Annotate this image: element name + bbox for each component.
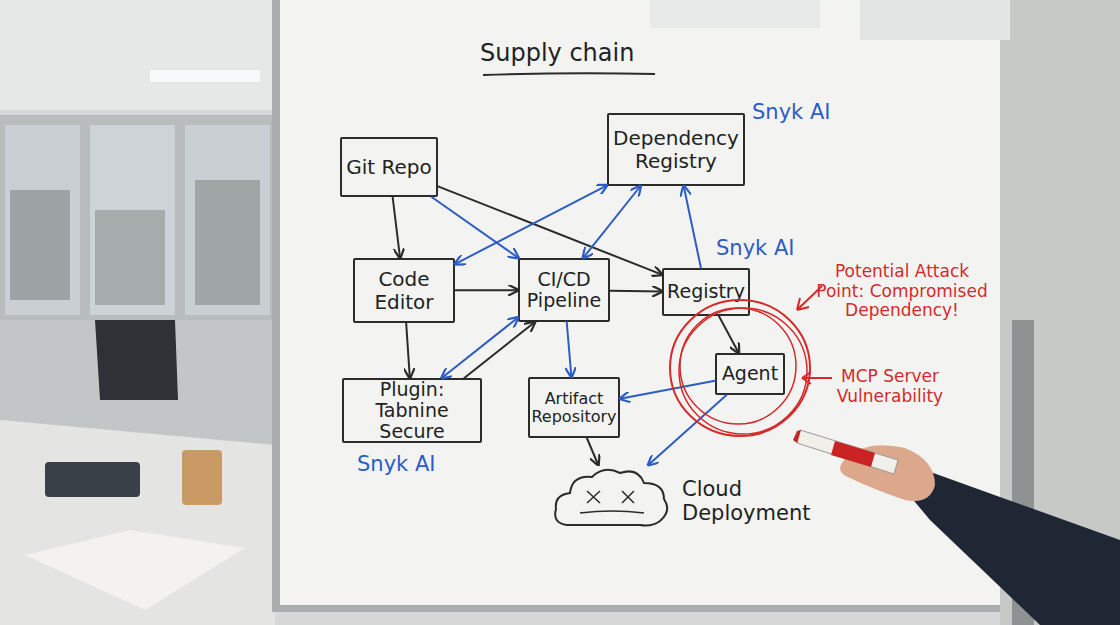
flow-arrow <box>583 186 640 258</box>
cloud-shape <box>552 465 672 530</box>
flow-arrow <box>455 185 607 264</box>
highlight-circle <box>670 300 810 436</box>
window-pane <box>5 125 80 315</box>
node-text: CI/CD Pipeline <box>524 269 604 312</box>
building <box>95 210 165 305</box>
notebook <box>25 530 245 610</box>
sleeve <box>905 470 1120 625</box>
flow-arrow <box>432 197 519 258</box>
ceiling <box>0 0 300 110</box>
dock-device <box>45 462 140 497</box>
whiteboard <box>280 0 1000 605</box>
highlight-circle <box>679 308 807 434</box>
cloud-scribble <box>580 491 644 513</box>
flow-arrow <box>567 322 572 377</box>
diagram-title: Supply chain <box>480 40 680 68</box>
cloud-outline <box>555 470 667 526</box>
flow-arrow <box>464 322 535 378</box>
board-frame <box>272 0 1008 612</box>
air-unit <box>860 0 1010 40</box>
marker-label <box>831 441 875 467</box>
tool-annotation: Snyk AI <box>752 100 852 124</box>
node-text: Registry <box>667 281 745 302</box>
process-box: Agent <box>715 353 785 395</box>
flow-arrow <box>455 289 518 291</box>
node-text: Code Editor <box>359 268 449 313</box>
ceiling-light <box>150 70 260 82</box>
marker <box>797 430 898 474</box>
table <box>0 420 275 625</box>
building <box>195 180 260 305</box>
title-underline <box>483 73 655 75</box>
leader-arrow <box>802 372 832 384</box>
process-box: Git Repo <box>340 137 438 197</box>
flow-arrow <box>406 323 410 378</box>
hand <box>840 445 935 501</box>
wall-right <box>1000 0 1120 625</box>
warning-note: Potential Attack Point: Compromised Depe… <box>812 262 992 321</box>
node-text: Artifact Repository <box>531 390 616 426</box>
floor-area <box>0 320 275 625</box>
tool-annotation: Snyk AI <box>357 452 457 476</box>
flow-arrow <box>648 395 726 465</box>
process-box: CI/CD Pipeline <box>518 258 610 322</box>
flow-arrow <box>719 316 739 353</box>
node-label: Cloud Deployment <box>682 477 807 525</box>
flow-arrow <box>684 186 701 268</box>
flow-arrow <box>610 290 662 293</box>
window <box>0 115 275 320</box>
node-text: Agent <box>722 363 778 384</box>
coffee-cup <box>182 450 222 505</box>
process-box: Code Editor <box>353 258 455 323</box>
marker-tip <box>793 430 801 443</box>
process-box: Artifact Repository <box>528 377 620 438</box>
node-text: Plugin: Tabnine Secure <box>348 379 476 443</box>
node-text: Git Repo <box>346 156 432 178</box>
tool-annotation: Snyk AI <box>716 236 816 260</box>
window-pane <box>185 125 270 315</box>
building <box>10 190 70 300</box>
highlight-circle <box>680 308 796 424</box>
board-stand <box>1012 320 1034 625</box>
warning-note: MCP Server Vulnerability <box>830 367 950 406</box>
flow-arrow <box>393 197 400 258</box>
flow-arrow <box>438 186 662 274</box>
process-box: Plugin: Tabnine Secure <box>342 378 482 443</box>
flow-arrow <box>620 381 715 399</box>
cloud-node: Cloud Deployment <box>552 465 672 530</box>
process-box: Registry <box>662 268 750 316</box>
process-box: Dependency Registry <box>607 113 745 186</box>
flow-arrow <box>587 438 598 465</box>
node-text: Dependency Registry <box>613 127 739 172</box>
chair <box>95 320 178 400</box>
leader-arrow <box>797 286 822 310</box>
flow-arrow <box>442 318 518 378</box>
projector <box>650 0 820 28</box>
window-pane <box>90 125 175 315</box>
